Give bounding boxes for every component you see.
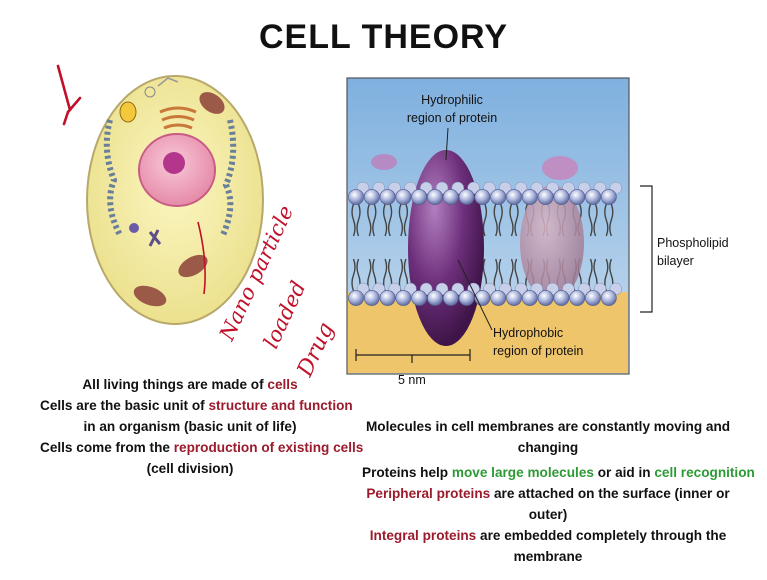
fact-2-highlight-2: cell recognition xyxy=(654,465,754,480)
membrane-facts: Molecules in cell membranes are constant… xyxy=(362,416,734,567)
fact-4-text: are embedded completely through the xyxy=(476,528,726,543)
phospholipid-head xyxy=(443,290,458,305)
bilayer-bracket xyxy=(640,186,652,312)
fact-3-highlight: Peripheral proteins xyxy=(366,486,490,501)
fact-2-highlight-1: move large molecules xyxy=(452,465,594,480)
point-2-continuation: in an organism (basic unit of life) xyxy=(40,416,340,437)
phospholipid-head xyxy=(538,290,553,305)
phospholipid-head xyxy=(506,189,521,204)
phospholipid-head xyxy=(506,290,521,305)
scale-label: 5 nm xyxy=(398,373,426,387)
phospholipid-head xyxy=(443,189,458,204)
phospholipid-head xyxy=(538,189,553,204)
phospholipid-head xyxy=(380,189,395,204)
phospholipid-head xyxy=(427,189,442,204)
phospholipid-head xyxy=(601,290,616,305)
phospholipid-head xyxy=(459,290,474,305)
phospholipid-head xyxy=(396,290,411,305)
fact-2-text-2: or aid in xyxy=(594,465,654,480)
fact-4-continuation: membrane xyxy=(362,546,734,567)
point-1-text: All living things are made of xyxy=(82,377,267,392)
phospholipid-head xyxy=(427,290,442,305)
label-bilayer-2: bilayer xyxy=(657,254,694,268)
phospholipid-head xyxy=(601,189,616,204)
cell-theory-points: All living things are made of cells Cell… xyxy=(40,374,340,479)
peripheral-protein-right xyxy=(542,156,578,180)
phospholipid-head xyxy=(522,189,537,204)
phospholipid-head xyxy=(412,189,427,204)
phospholipid-head xyxy=(364,290,379,305)
phospholipid-head xyxy=(396,189,411,204)
phospholipid-head xyxy=(522,290,537,305)
point-3-text: Cells come from the xyxy=(40,440,174,455)
fact-3-text: are attached on the surface (inner or xyxy=(490,486,729,501)
fact-1-line-2: changing xyxy=(362,437,734,458)
label-hydrophilic-2: region of protein xyxy=(407,111,497,125)
phospholipid-head xyxy=(585,189,600,204)
label-hydrophilic-1: Hydrophilic xyxy=(421,93,483,107)
phospholipid-head xyxy=(475,290,490,305)
phospholipid-head xyxy=(554,290,569,305)
integral-protein-front xyxy=(408,150,484,346)
phospholipid-head xyxy=(491,290,506,305)
point-3-continuation: (cell division) xyxy=(40,458,340,479)
phospholipid-head xyxy=(459,189,474,204)
fact-3-continuation: outer) xyxy=(362,504,734,525)
phospholipid-head xyxy=(412,290,427,305)
point-1-highlight: cells xyxy=(267,377,297,392)
fact-4-highlight: Integral proteins xyxy=(370,528,477,543)
fact-2-text: Proteins help xyxy=(362,465,452,480)
label-bilayer-1: Phospholipid xyxy=(657,236,729,250)
label-hydrophobic-2: region of protein xyxy=(493,344,583,358)
phospholipid-head xyxy=(554,189,569,204)
label-hydrophobic-1: Hydrophobic xyxy=(493,326,563,340)
fact-1-line-1: Molecules in cell membranes are constant… xyxy=(362,416,734,437)
point-3-highlight: reproduction of existing cells xyxy=(174,440,364,455)
phospholipid-head xyxy=(491,189,506,204)
point-2-highlight: structure and function xyxy=(208,398,352,413)
phospholipid-head xyxy=(348,189,363,204)
phospholipid-head xyxy=(348,290,363,305)
phospholipid-head xyxy=(380,290,395,305)
phospholipid-head xyxy=(585,290,600,305)
phospholipid-head xyxy=(570,189,585,204)
phospholipid-head xyxy=(475,189,490,204)
phospholipid-head xyxy=(364,189,379,204)
point-2-text: Cells are the basic unit of xyxy=(40,398,208,413)
phospholipid-head xyxy=(570,290,585,305)
peripheral-protein-left xyxy=(371,154,397,170)
